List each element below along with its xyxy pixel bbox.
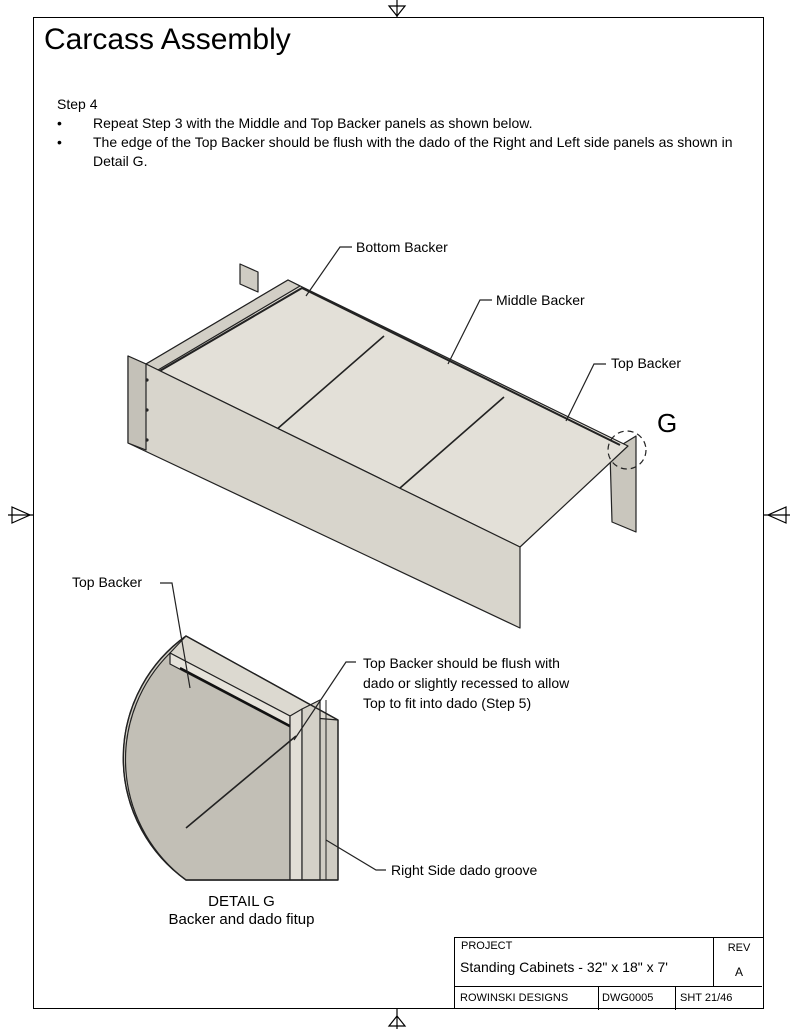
project-name: Standing Cabinets - 32" x 18" x 7': [460, 959, 668, 975]
detail-note-line-2: dado or slightly recessed to allow: [363, 675, 570, 691]
right-end-panel: [609, 435, 637, 533]
bullet-marker: •: [57, 134, 62, 150]
instruction-item: • The edge of the Top Backer should be f…: [57, 133, 747, 171]
label-bottom-backer: Bottom Backer: [356, 239, 448, 255]
sheet-number: 21/46: [704, 992, 733, 1004]
sheet-cell: SHT 21/46: [675, 987, 736, 1010]
left-center-mark: [8, 506, 33, 524]
title-block-bottom-row: ROWINSKI DESIGNS DWG0005 SHT 21/46: [455, 986, 762, 1010]
detail-callout-letter: G: [657, 408, 678, 438]
detail-label-top-backer: Top Backer: [72, 574, 143, 590]
company-name: ROWINSKI DESIGNS: [460, 992, 569, 1004]
drawing-number: DWG0005: [598, 987, 656, 1010]
detail-caption-subtitle: Backer and dado fitup: [168, 911, 315, 928]
detail-note-line-1: Top Backer should be flush with: [363, 655, 560, 671]
label-middle-backer: Middle Backer: [496, 292, 585, 308]
instruction-list: • Repeat Step 3 with the Middle and Top …: [57, 114, 747, 171]
step-heading: Step 4: [57, 96, 98, 112]
revision-cell: REV A: [713, 938, 764, 986]
revision-label: REV: [727, 942, 751, 954]
detail-note-line-3: Top to fit into dado (Step 5): [363, 695, 532, 711]
seam-bottom-middle: [275, 335, 385, 431]
detail-g-view: [122, 635, 339, 881]
carcass-assembly-view: [127, 263, 647, 629]
sheet-label: SHT: [680, 992, 702, 1004]
detail-caption-title: DETAIL G: [208, 893, 275, 910]
instruction-text: The edge of the Top Backer should be flu…: [93, 134, 733, 169]
bottom-center-mark: [387, 1009, 407, 1029]
bullet-marker: •: [57, 115, 62, 131]
project-label: PROJECT: [461, 940, 513, 952]
left-end-panel: [239, 263, 259, 293]
drawing-sheet-border: [33, 17, 764, 1009]
centering-marks: [8, 0, 790, 1029]
revision-value: A: [734, 965, 743, 979]
top-center-mark: [387, 0, 407, 18]
detail-g-callout-circle: [607, 430, 647, 470]
detail-caption: DETAIL G Backer and dado fitup: [120, 893, 363, 929]
detail-label-dado: Right Side dado groove: [391, 862, 538, 878]
instruction-text: Repeat Step 3 with the Middle and Top Ba…: [93, 115, 533, 131]
detail-leaders: [160, 582, 386, 871]
dado-groove: [289, 708, 303, 881]
title-block: PROJECT Standing Cabinets - 32" x 18" x …: [454, 937, 764, 1010]
instruction-item: • Repeat Step 3 with the Middle and Top …: [57, 114, 747, 133]
page-title: Carcass Assembly: [44, 23, 291, 56]
seam-middle-top: [399, 396, 505, 489]
right-center-mark: [764, 506, 790, 524]
main-leaders: [305, 246, 606, 422]
label-top-backer: Top Backer: [611, 355, 682, 371]
